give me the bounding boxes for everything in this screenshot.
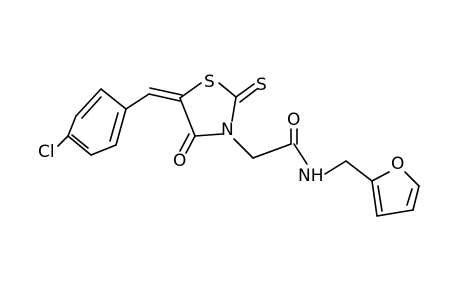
atom-label-furan-oxygen: O	[391, 154, 404, 174]
bond	[179, 82, 202, 99]
thiazolidinone-ring	[179, 82, 237, 137]
atom-label-amide-nh: NH	[298, 166, 324, 186]
bond	[57, 135, 69, 147]
bond	[324, 160, 347, 175]
bond	[115, 108, 127, 146]
bond	[412, 185, 420, 211]
bond	[67, 115, 77, 137]
aromatic-bond	[71, 134, 89, 149]
bond	[125, 93, 150, 110]
atom-label-ring-sulfur: S	[204, 72, 215, 92]
bond	[371, 180, 378, 217]
bond	[252, 143, 292, 159]
bond	[231, 96, 237, 122]
double-bond	[185, 135, 196, 154]
aromatic-bond	[377, 185, 383, 212]
aromatic-bond	[406, 188, 413, 206]
double-bond	[149, 87, 183, 96]
atom-label-amide-oxygen: O	[287, 110, 300, 130]
aromatic-bond	[81, 96, 102, 119]
bond	[75, 88, 102, 117]
bond	[371, 171, 390, 182]
aromatic-bond	[109, 112, 119, 142]
furan-ring	[371, 171, 420, 217]
chlorophenyl-ring	[67, 88, 127, 156]
atom-label-ketone-oxygen: O	[173, 151, 186, 171]
bond	[293, 143, 308, 165]
atom-label-ring-nitrogen: N	[221, 120, 234, 140]
bond	[100, 88, 127, 110]
bond	[376, 209, 414, 217]
bond	[218, 82, 237, 98]
double-bond	[179, 133, 190, 152]
atom-label-thione-sulfur: S	[256, 75, 267, 95]
bond	[404, 171, 420, 187]
bond	[345, 160, 373, 182]
bond	[90, 144, 117, 156]
bond	[233, 138, 254, 159]
bond	[67, 135, 92, 156]
double-bond	[239, 88, 258, 103]
bond	[194, 133, 223, 137]
double-bond	[235, 83, 255, 98]
double-bond	[148, 93, 181, 102]
atom-label-chlorine: Cl	[38, 142, 55, 162]
bond	[179, 97, 196, 137]
